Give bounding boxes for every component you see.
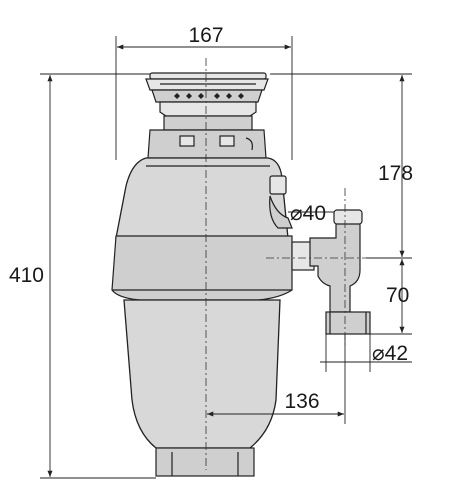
center-lines [205,58,380,470]
grinding-chamber [123,299,281,449]
mounting-neck [147,101,267,159]
inlet-diameter-label: ⌀40 [290,202,326,225]
dimension-outlet-offset: 136 [207,334,346,424]
disposer-unit [111,72,371,477]
outlet-diameter-label: ⌀42 [372,342,408,365]
outlet-offset-label: 136 [284,390,319,413]
dishwasher-inlet [269,175,293,229]
sink-flange [145,72,269,103]
dimension-outlet-diameter: ⌀42 [320,334,412,372]
housing-band [111,235,293,301]
inlet-height-label: 178 [378,162,413,185]
discharge-elbow [291,209,371,335]
dimension-top-width: 167 [115,24,293,160]
motor-housing [115,157,289,239]
total-height-label: 410 [9,264,44,287]
dimension-inlet-diameter: ⌀40 [288,202,334,225]
dimension-outlet-height: 70 [370,259,412,335]
outlet-height-label: 70 [386,284,409,307]
bottom-cap [155,447,255,477]
dimension-inlet-height: 178 [270,73,413,259]
dimension-total-height: 410 [9,73,156,479]
top-width-label: 167 [188,24,223,47]
